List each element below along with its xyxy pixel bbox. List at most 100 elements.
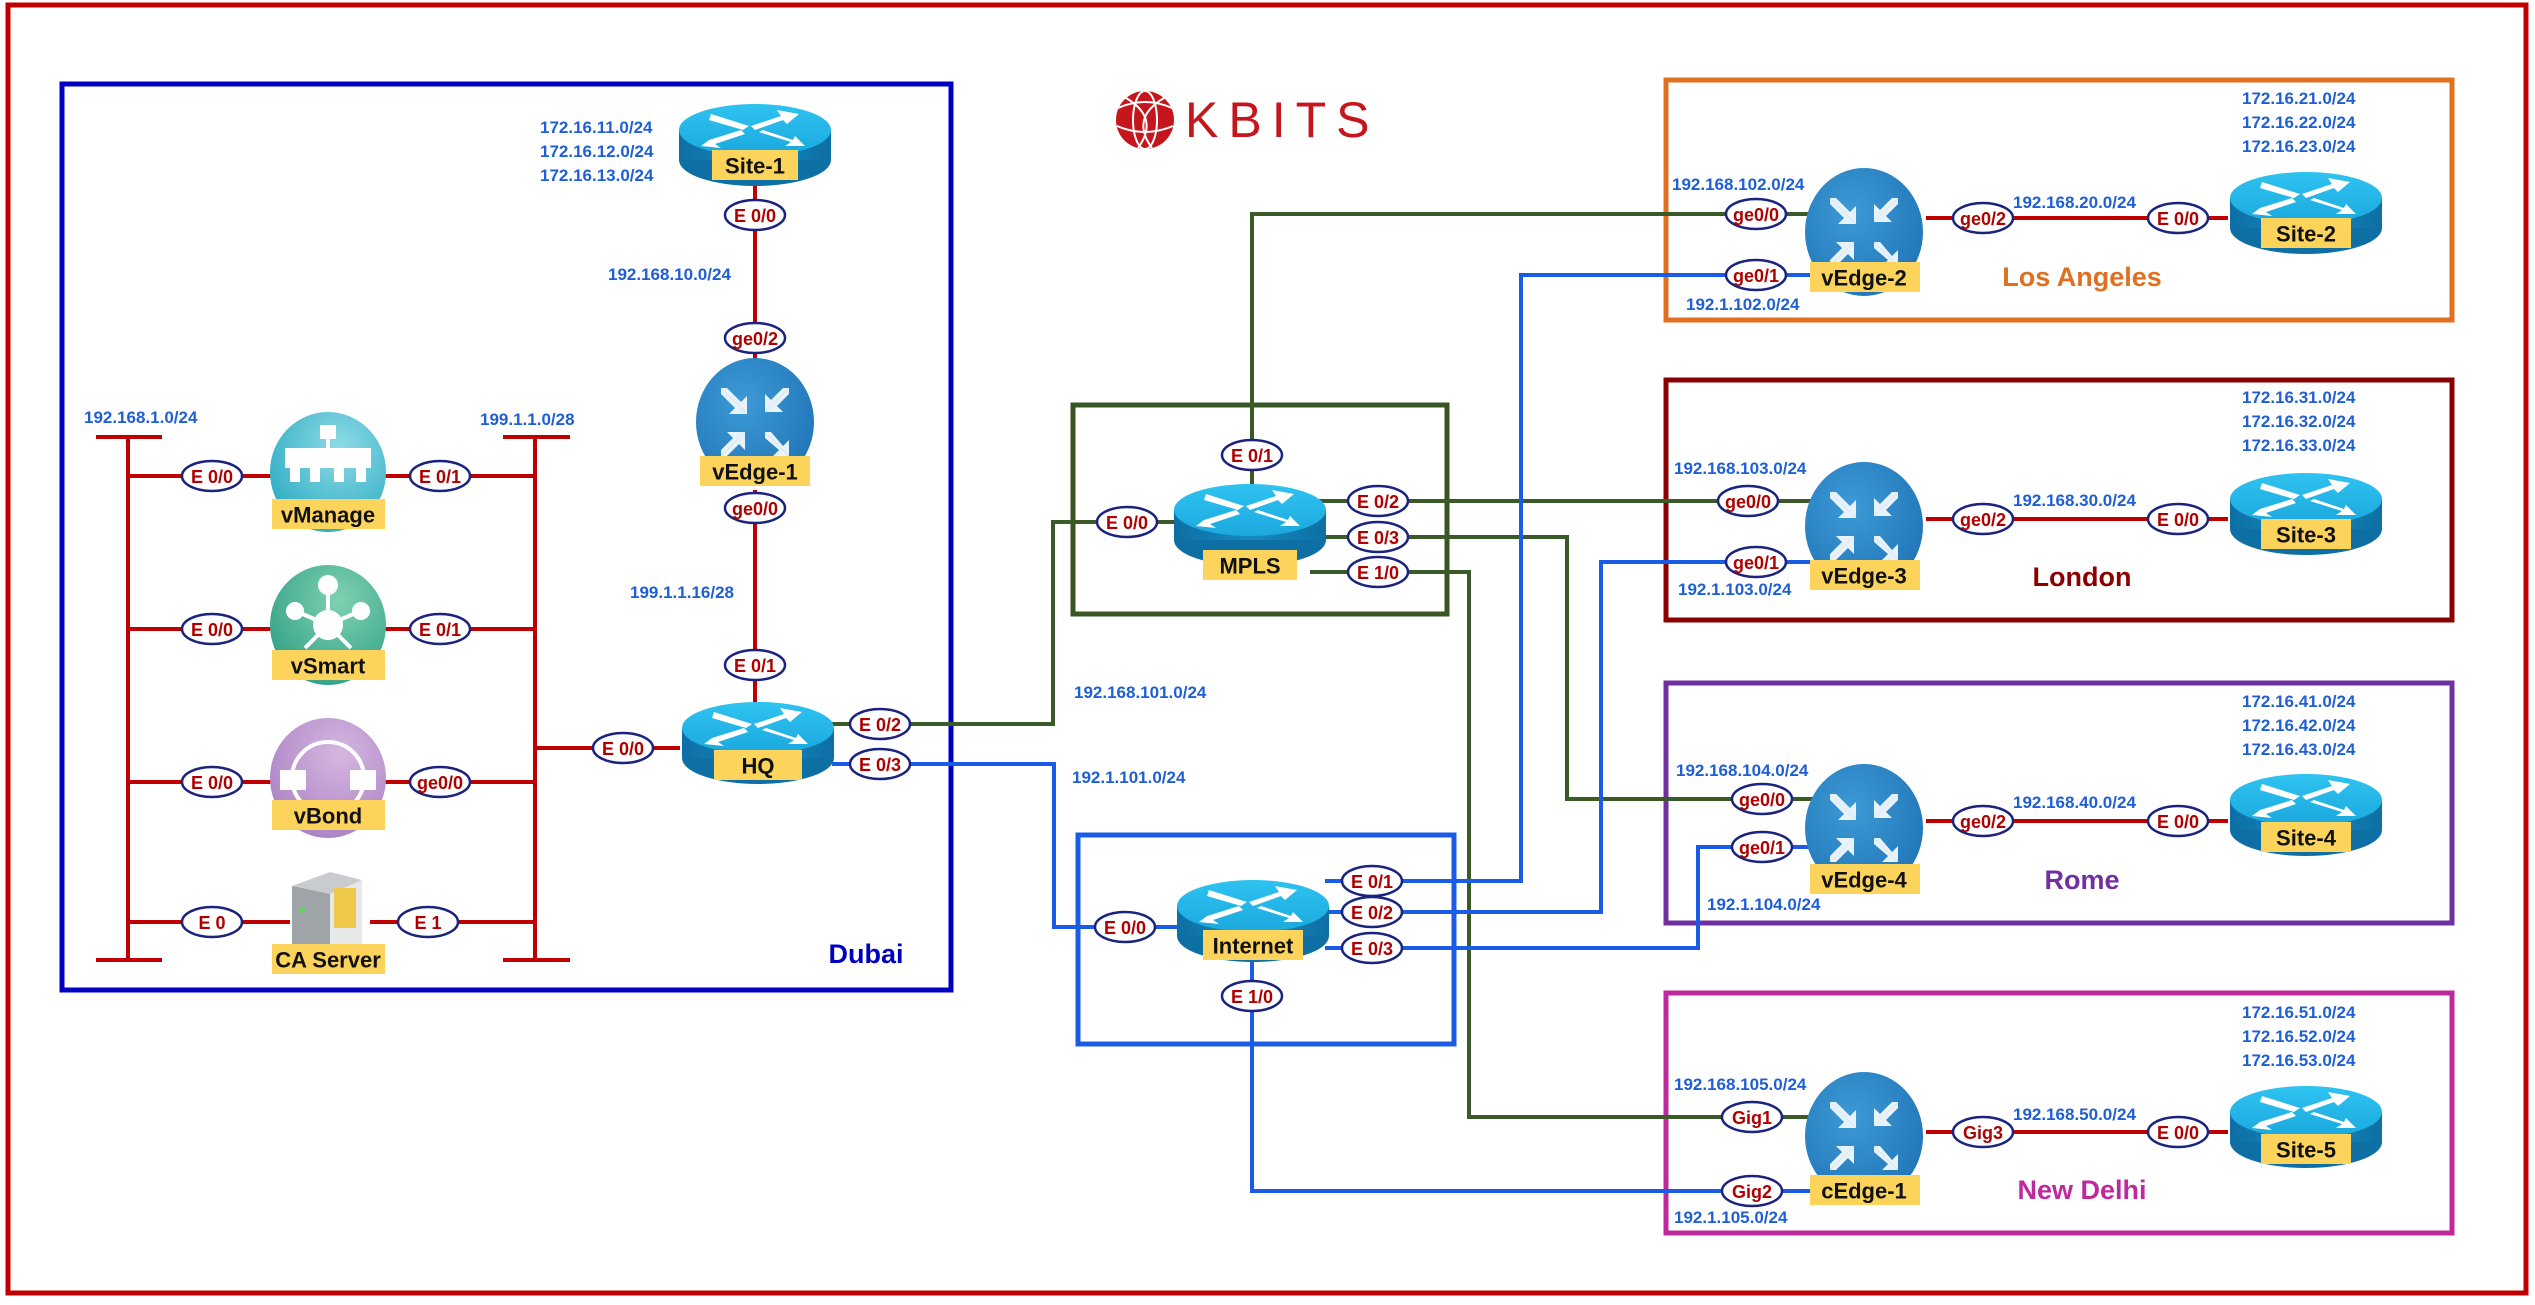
interface-badge-mpls-e03: E 0/3 [1346,520,1410,554]
link-hq-internet [832,762,1180,929]
device-label-vsmart: vSmart [291,654,366,679]
link-mpls-vedge2 [1250,212,1820,487]
interface-label: E 0/0 [2157,510,2199,530]
interface-badge-vsmart-e00: E 0/0 [180,612,244,646]
net-vedge4-site4: 192.168.40.0/24 [2013,793,2136,812]
interface-badge-inet-e01: E 0/1 [1340,864,1404,898]
device-vedge4[interactable]: vEdge-4 [1805,764,1923,894]
interface-badge-inet-e03: E 0/3 [1340,931,1404,965]
device-site2[interactable]: Site-2 [2230,172,2382,254]
region-label-rome: Rome [2044,865,2119,895]
region-label-dubai: Dubai [828,939,903,969]
interface-label: E 0/3 [1357,528,1399,548]
device-internet[interactable]: Internet [1177,880,1329,962]
net-site3-lan-1: 172.16.31.0/24 [2242,388,2356,407]
interface-badge-inet-e00: E 0/0 [1093,910,1157,944]
interface-label: ge0/1 [1733,266,1779,286]
net-cedge1-inet: 192.1.105.0/24 [1674,1208,1788,1227]
device-label-vedge1: vEdge-1 [712,460,798,485]
interface-label: E 0/0 [1106,513,1148,533]
interface-label: E 0/0 [2157,812,2199,832]
interface-label: ge0/1 [1739,838,1785,858]
interface-badge-hq-e03: E 0/3 [848,747,912,781]
interface-label: ge0/0 [732,499,778,519]
link-internet-vedge2 [1325,273,1820,883]
region-dubai [59,81,954,993]
interface-label: E 0/2 [1357,492,1399,512]
interface-badge-vmanage-e00: E 0/0 [180,459,244,493]
interface-label: ge0/0 [1725,492,1771,512]
net-vedge3-inet: 192.1.103.0/24 [1678,580,1792,599]
interface-label: E 0/0 [191,773,233,793]
interface-label: E 0/0 [2157,209,2199,229]
device-mpls[interactable]: MPLS [1174,484,1326,580]
device-site5[interactable]: Site-5 [2230,1086,2382,1168]
device-vedge3[interactable]: vEdge-3 [1805,462,1923,590]
interface-label: E 1/0 [1357,563,1399,583]
outer-border [5,2,2529,1296]
net-vedge2-site2: 192.168.20.0/24 [2013,193,2136,212]
region-label-london: London [2033,562,2132,592]
net-site2-lan-1: 172.16.21.0/24 [2242,89,2356,108]
device-ca-server[interactable]: CA Server [272,872,385,974]
device-label-vedge4: vEdge-4 [1821,868,1907,893]
interface-label: ge0/0 [1733,205,1779,225]
interface-badge-vedge4-ge01: ge0/1 [1730,830,1794,864]
region-label-new-delhi: New Delhi [2017,1175,2146,1205]
interface-label: Gig3 [1963,1123,2003,1143]
device-vbond[interactable]: vBond [270,718,386,838]
interface-label: E 0/1 [1231,446,1273,466]
device-site4[interactable]: Site-4 [2230,774,2382,856]
net-cedge1-mpls: 192.168.105.0/24 [1674,1075,1807,1094]
interface-label: E 0/0 [2157,1123,2199,1143]
net-vedge1-hq: 199.1.1.16/28 [630,583,734,602]
device-label-site2: Site-2 [2276,222,2336,247]
net-site2-lan-2: 172.16.22.0/24 [2242,113,2356,132]
interface-badge-vedge1-ge02: ge0/2 [723,321,787,355]
interface-badge-mpls-e02: E 0/2 [1346,484,1410,518]
interface-badge-vedge1-ge00: ge0/0 [723,491,787,525]
internet-links [832,273,1820,1193]
device-vedge1[interactable]: vEdge-1 [696,358,814,486]
device-site3[interactable]: Site-3 [2230,473,2382,555]
device-label-hq: HQ [742,754,775,779]
device-cedge1[interactable]: cEdge-1 [1805,1072,1923,1205]
interface-label: E 0/0 [191,620,233,640]
interface-label: ge0/0 [1739,790,1785,810]
network-labels: 172.16.11.0/24 172.16.12.0/24 172.16.13.… [84,89,2356,1227]
interface-label: E 0/0 [734,206,776,226]
interface-badge-site4-e00: E 0/0 [2146,804,2210,838]
region-label-los-angeles: Los Angeles [2002,262,2162,292]
net-site5-lan-2: 172.16.52.0/24 [2242,1027,2356,1046]
interface-label: ge0/1 [1733,553,1779,573]
device-label-site3: Site-3 [2276,523,2336,548]
interface-label: ge0/2 [1960,510,2006,530]
device-label-vmanage: vManage [281,503,375,528]
interface-badge-mpls-e10: E 1/0 [1346,555,1410,589]
net-site5-lan-3: 172.16.53.0/24 [2242,1051,2356,1070]
interface-label: Gig1 [1732,1108,1772,1128]
device-vmanage[interactable]: vManage [270,412,386,532]
interface-badge-vedge2-ge00: ge0/0 [1724,197,1788,231]
kbits-logo: KBITS [1116,90,1369,150]
interface-badge-ca-e0: E 0 [180,905,244,939]
interface-label: E 0/1 [419,620,461,640]
interface-badges: E 0/0 ge0/2 ge0/0 E 0/1 E 0/0 E 0/2 E 0/3 E 0/0… [180,197,2210,1208]
interface-badge-mpls-e01: E 0/1 [1220,438,1284,472]
interface-badge-site5-e00: E 0/0 [2146,1115,2210,1149]
interface-label: E 0/3 [1351,939,1393,959]
net-vedge4-inet: 192.1.104.0/24 [1707,895,1821,914]
net-hq-internet: 192.1.101.0/24 [1072,768,1186,787]
device-site1[interactable]: Site-1 [679,104,831,186]
interface-label: ge0/2 [732,329,778,349]
interface-badge-site3-e00: E 0/0 [2146,502,2210,536]
interface-badge-vbond-e00: E 0/0 [180,765,244,799]
region-los-angeles [1663,77,2455,323]
interface-badge-vmanage-e01: E 0/1 [408,459,472,493]
link-mpls-vedge4 [1320,535,1820,801]
device-hq[interactable]: HQ [682,702,834,784]
device-vsmart[interactable]: vSmart [270,565,386,685]
device-vedge2[interactable]: vEdge-2 [1805,168,1923,296]
net-site1-lan-3: 172.16.13.0/24 [540,166,654,185]
